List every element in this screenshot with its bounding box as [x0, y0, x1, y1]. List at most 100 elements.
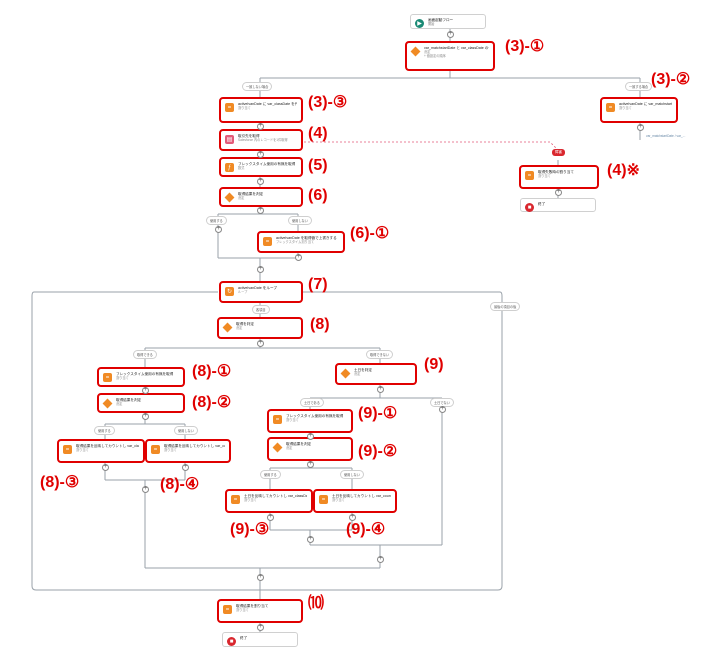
- add-element-button[interactable]: +: [257, 178, 264, 185]
- loop-icon: ↻: [225, 287, 234, 296]
- assign-node-9-3[interactable]: = 土日を反映してカウントし var_classDate の値を更新割り当て: [225, 489, 313, 513]
- annotation-6-1: (6)-①: [350, 225, 390, 242]
- branch-pill: 取得できない: [366, 350, 394, 359]
- end-node[interactable]: ■ 終了: [222, 632, 298, 647]
- decision-icon: [340, 368, 351, 379]
- annotation-3-3: (3)-③: [308, 94, 348, 111]
- add-element-button[interactable]: +: [142, 387, 149, 394]
- assign-node-fault[interactable]: = 取得失敗時の割り当て割り当て: [519, 165, 599, 189]
- add-element-button[interactable]: +: [439, 406, 446, 413]
- add-element-button[interactable]: +: [349, 514, 356, 521]
- node-title: 取得結果を判定: [116, 398, 142, 402]
- decision-node-result[interactable]: 取得結果を判定決定: [219, 187, 303, 207]
- branch-pill: 各項目: [252, 305, 270, 314]
- assign-icon: =: [225, 103, 234, 112]
- add-element-button[interactable]: +: [257, 266, 264, 273]
- assign-icon: =: [103, 373, 112, 382]
- add-element-button[interactable]: +: [257, 624, 264, 631]
- assign-icon: =: [319, 495, 328, 504]
- add-element-button[interactable]: +: [377, 386, 384, 393]
- branch-pill: 使用しない: [340, 470, 364, 479]
- annotation-9-4: (9)-④: [346, 521, 386, 538]
- database-icon: ▤: [225, 135, 234, 144]
- assign-node-classdate[interactable]: = activeIvanDate に var_classDate を代入割り当て: [219, 97, 303, 123]
- decision-node-weekend[interactable]: 土日を判定決定: [335, 363, 417, 385]
- branch-pill: 取得できる: [133, 350, 157, 359]
- add-element-button[interactable]: +: [295, 254, 302, 261]
- decision-node-9-2[interactable]: 取得結果を判定決定: [267, 437, 353, 461]
- assign-node-final[interactable]: = 取得結果を割り当て割り当て: [217, 599, 303, 623]
- decision-node-8-2[interactable]: 取得結果を判定決定: [97, 393, 185, 413]
- node-type: 決定: [116, 402, 123, 407]
- add-element-button[interactable]: +: [142, 413, 149, 420]
- add-element-button[interactable]: +: [257, 340, 264, 347]
- stop-icon: ■: [525, 203, 534, 212]
- node-title: 取得結果を反映してカウントし var_countDate の値を更新: [164, 444, 225, 448]
- add-element-button[interactable]: +: [377, 556, 384, 563]
- add-element-button[interactable]: +: [215, 226, 222, 233]
- assign-node-8-4[interactable]: = 取得結果を反映してカウントし var_countDate の値を更新割り当て: [145, 439, 231, 463]
- node-title: 終了: [240, 636, 248, 640]
- assign-icon: =: [525, 171, 534, 180]
- add-element-button[interactable]: +: [555, 189, 562, 196]
- formula-node[interactable]: ƒ フレックスタイム使用の有無を取得数式: [219, 157, 303, 177]
- add-element-button[interactable]: +: [257, 574, 264, 581]
- node-type: 割り当て: [332, 498, 345, 503]
- add-element-button[interactable]: +: [102, 464, 109, 471]
- node-title: 画面起動フロー: [428, 18, 454, 22]
- add-element-button[interactable]: +: [142, 486, 149, 493]
- assign-icon: =: [151, 445, 160, 454]
- formula-icon: ƒ: [225, 163, 234, 172]
- add-element-button[interactable]: +: [182, 464, 189, 471]
- branch-pill: 使用しない: [174, 426, 198, 435]
- add-element-button[interactable]: +: [637, 124, 644, 131]
- decision-icon: [410, 46, 421, 57]
- node-type: 決定: [424, 50, 431, 55]
- assign-node-matchstart[interactable]: = activeIvanDate に var_matchstartDate を代…: [600, 97, 678, 123]
- assign-node-flex-9[interactable]: = フレックスタイム使用の有無を取得割り当て: [267, 409, 353, 433]
- start-node[interactable]: ▶ 画面起動フロー開始: [410, 14, 486, 29]
- annotation-8-2: (8)-②: [192, 394, 232, 411]
- loop-node[interactable]: ↻ activeIvanDate をループループ: [219, 281, 303, 303]
- node-type: 割り当て: [619, 106, 632, 111]
- assign-node-flex-8[interactable]: = フレックスタイム使用の有無を取得割り当て: [97, 367, 185, 387]
- add-element-button[interactable]: +: [257, 207, 264, 214]
- branch-pill: 一致する場合: [625, 82, 653, 91]
- add-element-button[interactable]: +: [257, 123, 264, 130]
- add-element-button[interactable]: +: [257, 151, 264, 158]
- node-type: 割り当て: [538, 174, 551, 179]
- annotation-5: (5): [308, 157, 328, 174]
- assign-node-8-3[interactable]: = 取得結果を反映してカウントし var_classDate の値を更新割り当て: [57, 439, 145, 463]
- add-element-button[interactable]: +: [307, 536, 314, 543]
- branch-pill: 一致しない場合: [242, 82, 273, 91]
- add-element-button[interactable]: +: [307, 461, 314, 468]
- annotation-8: (8): [310, 316, 330, 333]
- node-title: 土日を反映してカウントし var_countDate の値を更新: [332, 494, 391, 498]
- assign-icon: =: [63, 445, 72, 454]
- assign-icon: =: [273, 415, 282, 424]
- node-title: activeIvanDate に var_matchstartDate を代入: [619, 102, 672, 106]
- node-title: activeIvanDate に var_classDate を代入: [238, 102, 297, 106]
- assign-icon: =: [606, 103, 615, 112]
- node-title: フレックスタイム使用の有無を取得: [286, 414, 344, 418]
- decision-node-match[interactable]: var_matchstartDate と var_classDate の一致を判…: [405, 41, 495, 71]
- branch-pill: 使用する: [206, 216, 227, 225]
- add-element-button[interactable]: +: [267, 514, 274, 521]
- assign-node-9-4[interactable]: = 土日を反映してカウントし var_countDate の値を更新割り当て: [313, 489, 397, 513]
- assign-node-override[interactable]: = activeIvanDate を取得値で上書きするフレックスタイム割り当て: [257, 231, 345, 253]
- branch-pill: 土日である: [300, 398, 324, 407]
- node-type: 決定: [236, 326, 243, 331]
- node-title: 終了: [538, 202, 546, 206]
- decision-icon: [102, 398, 113, 409]
- decision-node-get[interactable]: 取得を判定決定: [217, 317, 303, 339]
- node-type: フレックスタイム割り当て: [276, 240, 315, 245]
- add-element-button[interactable]: +: [307, 433, 314, 440]
- annotation-9: (9): [424, 356, 444, 373]
- play-icon: ▶: [415, 19, 424, 28]
- annotation-9-2: (9)-②: [358, 443, 398, 460]
- end-node-fault[interactable]: ■ 終了: [520, 198, 596, 212]
- add-element-button[interactable]: +: [447, 31, 454, 38]
